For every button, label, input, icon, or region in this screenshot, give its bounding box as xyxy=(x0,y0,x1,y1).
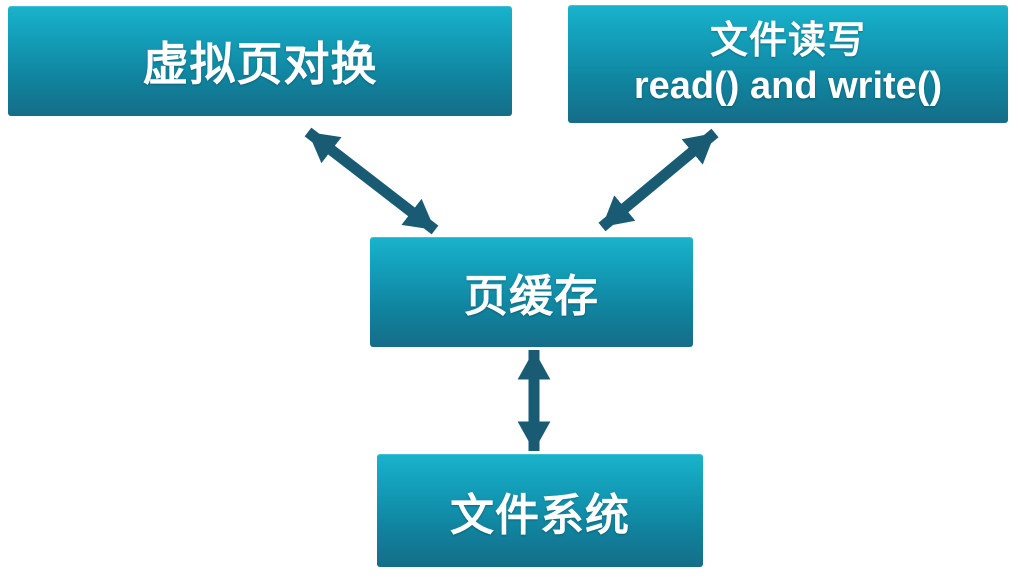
node-file-system: 文件系统 xyxy=(377,454,703,567)
node-virtual-page-swap: 虚拟页对换 xyxy=(8,6,512,116)
arrow-virtual-swap-to-page-cache xyxy=(304,127,439,235)
node-page-cache-label: 页缓存 xyxy=(464,272,599,321)
node-page-cache: 页缓存 xyxy=(370,237,693,347)
arrow-file-rw-to-page-cache xyxy=(598,128,719,232)
node-virtual-page-swap-label: 虚拟页对换 xyxy=(142,38,378,90)
node-file-read-write: 文件读写 read() and write() xyxy=(568,5,1008,123)
node-file-system-label: 文件系统 xyxy=(450,490,630,540)
node-file-read-write-sublabel: read() and write() xyxy=(633,65,943,107)
node-file-read-write-label: 文件读写 xyxy=(709,20,866,63)
